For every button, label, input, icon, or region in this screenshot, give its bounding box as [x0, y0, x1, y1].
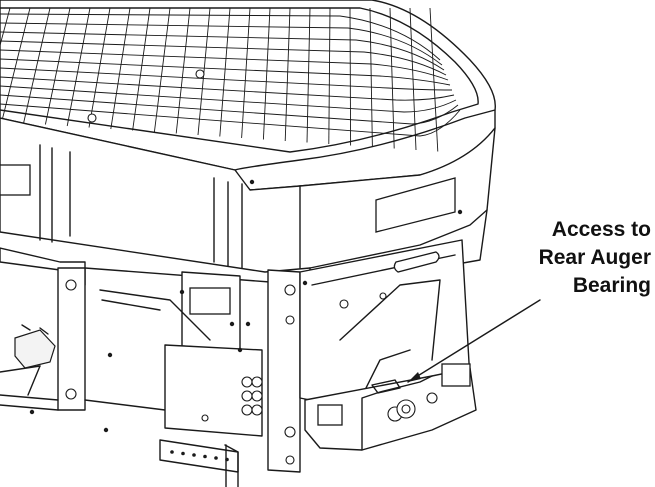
motor-coupling: [14, 329, 56, 369]
callout-line-1: Access to: [551, 218, 651, 241]
grate-mesh: [0, 7, 461, 152]
rivet-dots: [29, 179, 463, 433]
side-panel-window: [0, 164, 31, 196]
frame-window-top: [189, 287, 231, 315]
hopper-body: [0, 117, 496, 291]
discharge-window-right: [441, 363, 471, 387]
discharge-window-left: [317, 404, 343, 426]
callout-line-2: Rear Auger: [538, 246, 651, 269]
hydraulic-valve-block: [201, 376, 263, 422]
bracket-holes: [170, 450, 229, 462]
lower-frame: [0, 239, 477, 487]
handle-slot: [393, 251, 440, 273]
side-label-plate: [375, 177, 456, 233]
callout-label: Access to Rear Auger Bearing: [539, 216, 651, 300]
callout-line-3: Bearing: [572, 274, 651, 297]
callout-leader-line: [407, 299, 541, 383]
top-grate: [0, 0, 496, 191]
